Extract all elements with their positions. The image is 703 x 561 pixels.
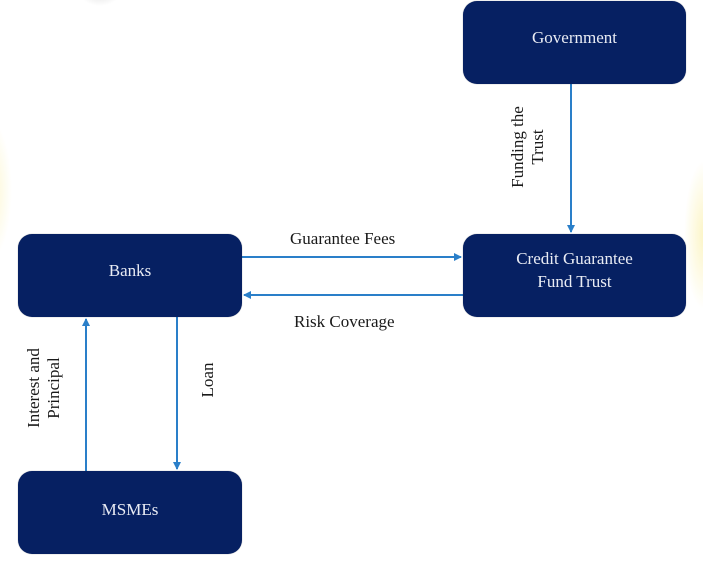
node-banks: Banks: [18, 234, 242, 317]
node-cgft-line2: Fund Trust: [537, 272, 612, 291]
edge-label-risk-coverage: Risk Coverage: [294, 312, 395, 331]
edge-label-guarantee-fees: Guarantee Fees: [290, 229, 396, 248]
edge-label-funding-the-trust: Funding the Trust: [508, 87, 548, 207]
node-credit-guarantee-fund-trust: Credit Guarantee Fund Trust: [463, 234, 686, 317]
edge-label-interest-and-principal: Interest and Principal: [24, 338, 64, 438]
node-msmes: MSMEs: [18, 471, 242, 554]
funding-line2: Trust: [528, 129, 547, 165]
repay-line2: Principal: [44, 357, 63, 419]
node-msmes-label: MSMEs: [101, 500, 159, 519]
node-government: Government: [463, 1, 686, 84]
node-cgft-label: Credit Guarantee Fund Trust: [516, 247, 633, 293]
node-government-label: Government: [532, 28, 617, 47]
repay-line1: Interest and: [24, 348, 43, 428]
edge-label-loan: Loan: [198, 362, 217, 398]
node-banks-label: Banks: [108, 261, 152, 280]
node-cgft-line1: Credit Guarantee: [516, 249, 633, 268]
funding-line1: Funding the: [508, 106, 527, 188]
